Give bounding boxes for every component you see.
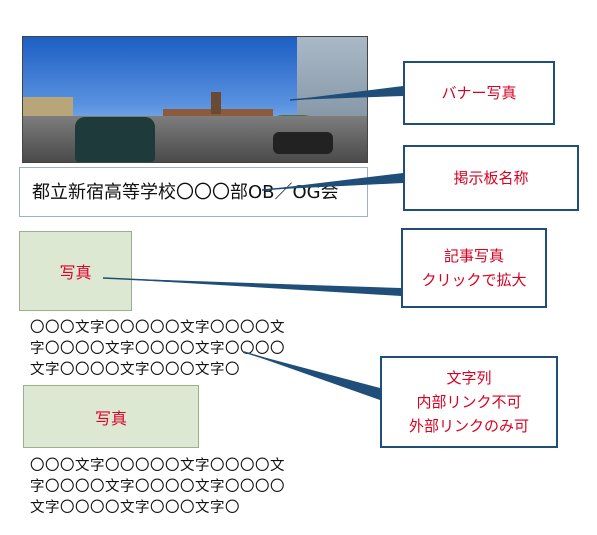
text-line: 字〇〇〇〇文字〇〇〇〇文字〇〇〇〇: [30, 341, 285, 357]
banner-car-right: [273, 132, 333, 154]
article-photo-1[interactable]: 写真: [19, 231, 132, 311]
callout-board-name: 掲示板名称: [403, 145, 579, 211]
callout-article-photo-line-1: 記事写真: [443, 247, 504, 265]
banner-photo: [22, 36, 368, 163]
board-name-box: 都立新宿高等学校〇〇〇部OB／OG会: [19, 167, 368, 217]
callout-article-photo-line-2: クリックで拡大: [421, 271, 527, 289]
callout-banner-label: バナー写真: [441, 84, 517, 102]
callout-board-label: 掲示板名称: [453, 169, 529, 187]
text-line: 〇〇〇文字〇〇〇〇〇文字〇〇〇〇文: [30, 320, 285, 336]
article-photo-2[interactable]: 写真: [23, 385, 199, 448]
text-line: 字〇〇〇〇文字〇〇〇〇文字〇〇〇〇: [30, 479, 285, 495]
callout-text-line-3: 外部リンクのみ可: [408, 417, 529, 435]
text-block-2: 〇〇〇文字〇〇〇〇〇文字〇〇〇〇文 字〇〇〇〇文字〇〇〇〇文字〇〇〇〇 文字〇〇…: [30, 456, 285, 519]
text-line: 文字〇〇〇〇文字〇〇〇文字〇: [30, 500, 240, 516]
text-line: 〇〇〇文字〇〇〇〇〇文字〇〇〇〇文: [30, 458, 285, 474]
connector-article-photo: [102, 277, 402, 293]
callout-text: 文字列 内部リンク不可 外部リンクのみ可: [380, 356, 558, 448]
callout-text-line-1: 文字列: [446, 369, 492, 387]
callout-text-line-2: 内部リンク不可: [416, 393, 522, 411]
board-name-text: 都立新宿高等学校〇〇〇部OB／OG会: [32, 182, 339, 203]
callout-banner-photo: バナー写真: [403, 61, 555, 125]
article-photo-2-label: 写真: [94, 408, 127, 428]
callout-article-photo: 記事写真 クリックで拡大: [401, 228, 547, 308]
text-block-1: 〇〇〇文字〇〇〇〇〇文字〇〇〇〇文 字〇〇〇〇文字〇〇〇〇文字〇〇〇〇 文字〇〇…: [30, 318, 285, 381]
text-line: 文字〇〇〇〇文字〇〇〇文字〇: [30, 362, 240, 378]
article-photo-1-label: 写真: [59, 263, 92, 282]
banner-clock-tower: [211, 92, 221, 114]
banner-car: [75, 117, 155, 162]
